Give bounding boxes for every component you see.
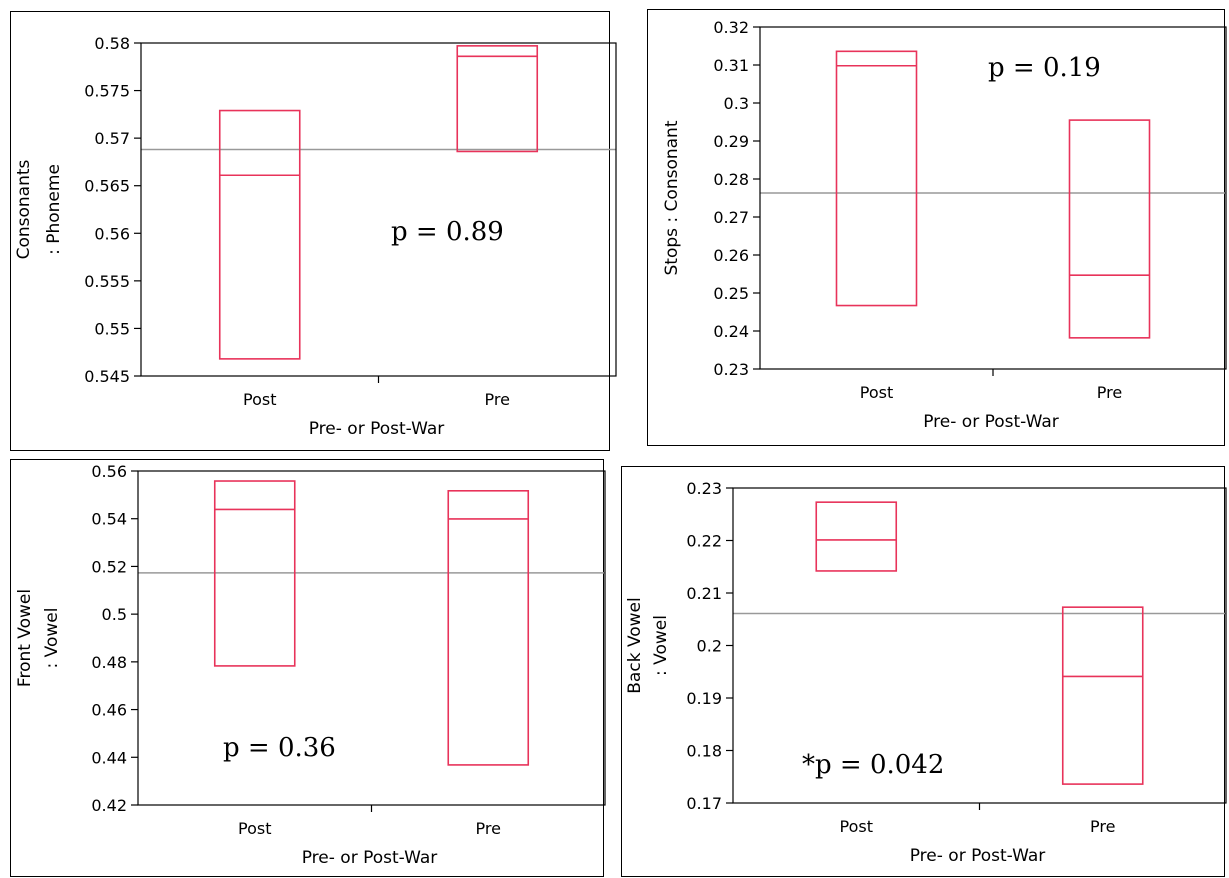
chart-3-ytick-label-5: 0.22	[686, 532, 722, 551]
chart-0-p-value: p = 0.89	[391, 217, 504, 247]
chart-1-xtick-label-pre: Pre	[1097, 383, 1122, 402]
chart-1-ytick-label-0: 0.23	[713, 360, 749, 379]
chart-2-ylabel-line-0: Front Vowel	[15, 589, 35, 687]
chart-0-ylabel-line-1: : Phoneme	[44, 164, 64, 255]
chart-3-box-pre	[1061, 606, 1144, 785]
chart-3-ytick-label-0: 0.17	[686, 794, 722, 813]
chart-2-ylabel-line-1: : Vowel	[42, 608, 62, 669]
chart-2-ytick-label-4: 0.5	[102, 605, 127, 624]
chart-2-ytick-label-6: 0.54	[91, 510, 127, 529]
chart-0-ytick-label-5: 0.57	[94, 129, 130, 148]
chart-3-box-post	[815, 501, 898, 572]
chart-3-ylabel-line-1: : Vowel	[651, 615, 671, 676]
chart-0-ytick-label-4: 0.565	[84, 177, 130, 196]
chart-1-ytick-label-5: 0.28	[713, 170, 749, 189]
chart-2-xtick-label-pre: Pre	[476, 819, 501, 838]
chart-2-ytick-label-2: 0.46	[91, 701, 127, 720]
chart-1-ytick-label-8: 0.31	[713, 56, 749, 75]
chart-1-ytick-label-2: 0.25	[713, 284, 749, 303]
chart-3-ylabel-line-0: Back Vowel	[625, 597, 645, 693]
chart-1-box-pre	[1068, 119, 1151, 339]
chart-1-xlabel: Pre- or Post-War	[923, 412, 1059, 432]
chart-1-ylabel-line-0: Stops : Consonant	[662, 120, 682, 275]
chart-2-ytick-label-5: 0.52	[91, 557, 127, 576]
chart-3-ytick-label-6: 0.23	[686, 479, 722, 498]
chart-1-p-value: p = 0.19	[988, 53, 1101, 83]
chart-3-ytick-label-4: 0.21	[686, 584, 722, 603]
chart-1-ytick-label-6: 0.29	[713, 132, 749, 151]
chart-1-ytick-label-7: 0.3	[724, 94, 749, 113]
chart-1-ytick-label-3: 0.26	[713, 246, 749, 265]
chart-0-box-post	[218, 109, 301, 360]
chart-0-plot-frame	[140, 42, 617, 377]
chart-2-xtick-label-post: Post	[238, 819, 271, 838]
chart-1-box-post	[835, 50, 918, 307]
chart-0-xlabel: Pre- or Post-War	[309, 419, 445, 439]
chart-3-ytick-label-3: 0.2	[697, 637, 722, 656]
chart-consonants-phoneme: 0.545 0.55 0.555 0.56 0.565 0.57 0.575 0.58Post…	[14, 34, 617, 439]
chart-0-ylabel-line-0: Consonants	[14, 159, 34, 259]
chart-3-p-value: *p = 0.042	[802, 750, 944, 780]
chart-3-ytick-label-2: 0.19	[686, 689, 722, 708]
chart-stops-consonant: 0.23 0.24 0.25 0.26 0.27 0.28 0.29 0.3 0.31 0.32P…	[662, 18, 1227, 432]
chart-1-ytick-label-1: 0.24	[713, 322, 749, 341]
chart-2-ytick-label-1: 0.44	[91, 748, 127, 767]
chart-3-xtick-label-post: Post	[840, 817, 873, 836]
chart-2-box-post	[213, 480, 296, 667]
chart-0-ytick-label-7: 0.58	[94, 34, 130, 53]
chart-0-ytick-label-1: 0.55	[94, 319, 130, 338]
chart-0-ytick-label-6: 0.575	[84, 82, 130, 101]
chart-0-ytick-label-0: 0.545	[84, 367, 130, 386]
chart-3-ytick-label-1: 0.18	[686, 742, 722, 761]
chart-2-box-pre	[447, 490, 530, 766]
chart-1-ytick-label-9: 0.32	[713, 18, 749, 37]
chart-3-xlabel: Pre- or Post-War	[910, 846, 1046, 866]
chart-2-p-value: p = 0.36	[223, 733, 336, 763]
chart-0-xtick-label-post: Post	[243, 390, 276, 409]
chart-2-ytick-label-3: 0.48	[91, 653, 127, 672]
chart-2-xlabel: Pre- or Post-War	[302, 848, 438, 868]
chart-2-plot-frame	[137, 470, 606, 806]
chart-0-ytick-label-3: 0.56	[94, 224, 130, 243]
chart-2-ytick-label-0: 0.42	[91, 796, 127, 815]
chart-0-ytick-label-2: 0.555	[84, 272, 130, 291]
chart-0-xtick-label-pre: Pre	[485, 390, 510, 409]
chart-2-ytick-label-7: 0.56	[91, 462, 127, 481]
chart-3-xtick-label-pre: Pre	[1090, 817, 1115, 836]
chart-1-xtick-label-post: Post	[860, 383, 893, 402]
chart-0-box-pre	[456, 45, 539, 153]
chart-1-ytick-label-4: 0.27	[713, 208, 749, 227]
